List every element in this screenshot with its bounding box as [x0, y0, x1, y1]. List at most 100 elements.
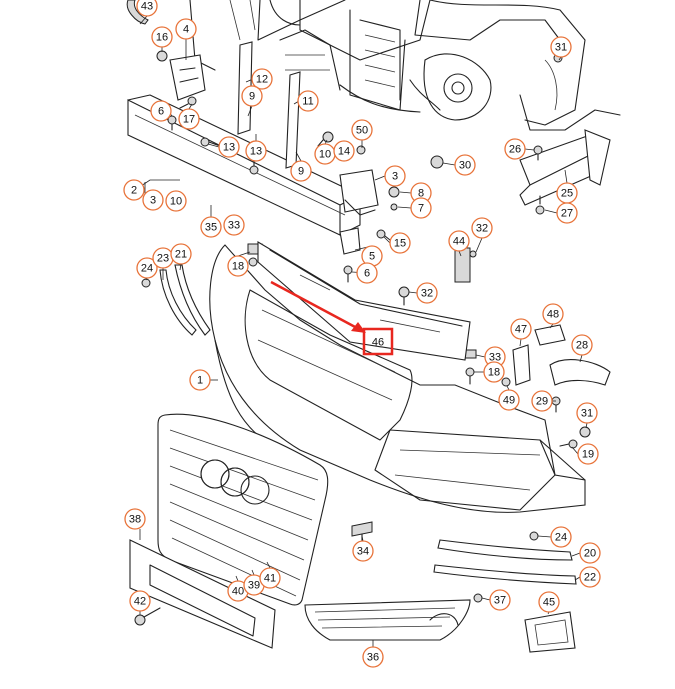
screw-34-illustration	[351, 521, 373, 545]
part-label-14[interactable]: 14	[333, 140, 355, 162]
part-label-1[interactable]: 1	[189, 369, 211, 391]
part-label-13[interactable]: 13	[218, 136, 240, 158]
part-label-33[interactable]: 33	[223, 214, 245, 236]
part-label-24[interactable]: 24	[136, 257, 158, 279]
label-text: 9	[249, 91, 255, 103]
label-text: 24	[555, 532, 567, 544]
label-text: 30	[459, 160, 471, 172]
part-label-15[interactable]: 15	[389, 232, 411, 254]
lower-grille[interactable]	[304, 599, 471, 641]
right-corner-parts[interactable]	[512, 324, 611, 386]
part-label-36[interactable]: 36	[362, 646, 384, 668]
label-circle	[136, 257, 158, 279]
label-circle	[150, 100, 172, 122]
part-label-44[interactable]: 44	[448, 230, 470, 252]
side-trim-strips[interactable]	[159, 264, 211, 336]
part-label-20[interactable]: 20	[579, 542, 601, 564]
part-label-48[interactable]: 48	[542, 303, 564, 325]
label-text: 50	[356, 125, 368, 137]
label-circle	[579, 542, 601, 564]
part-label-10[interactable]: 10	[165, 190, 187, 212]
part-label-49[interactable]: 49	[498, 389, 520, 411]
part-label-22[interactable]: 22	[579, 566, 601, 588]
label-text: 31	[581, 408, 593, 420]
part-label-17[interactable]: 17	[178, 108, 200, 130]
part-label-13[interactable]: 13	[245, 140, 267, 162]
label-text: 25	[561, 188, 573, 200]
part-label-47[interactable]: 47	[510, 318, 532, 340]
label-circle	[489, 589, 511, 611]
part-label-6[interactable]: 6	[356, 262, 378, 284]
part-label-38[interactable]: 38	[124, 508, 146, 530]
guide-strip[interactable]	[257, 241, 471, 361]
part-label-41[interactable]: 41	[259, 567, 281, 589]
fog-lamp[interactable]	[524, 611, 576, 653]
part-label-32[interactable]: 32	[416, 282, 438, 304]
part-label-29[interactable]: 29	[531, 390, 553, 412]
part-label-33[interactable]: 33	[484, 346, 506, 368]
part-label-12[interactable]: 12	[251, 68, 273, 90]
label-circle	[200, 216, 222, 238]
part-label-31[interactable]: 31	[550, 36, 572, 58]
label-circle	[178, 108, 200, 130]
label-circle	[504, 138, 526, 160]
label-text: 7	[418, 203, 424, 215]
label-circle	[259, 567, 281, 589]
part-label-4[interactable]: 4	[175, 18, 197, 40]
part-label-50[interactable]: 50	[351, 119, 373, 141]
part-label-30[interactable]: 30	[454, 154, 476, 176]
part-label-46[interactable]: 46	[372, 337, 384, 349]
part-label-18[interactable]: 18	[227, 255, 249, 277]
label-circle	[577, 443, 599, 465]
part-label-18[interactable]: 18	[483, 361, 505, 383]
label-circle	[384, 165, 406, 187]
label-text: 27	[561, 208, 573, 220]
license-plate-holder[interactable]	[129, 539, 276, 649]
lower-trim-strips[interactable]	[433, 539, 577, 585]
part-label-39[interactable]: 39	[243, 574, 265, 596]
part-label-19[interactable]: 19	[577, 443, 599, 465]
label-text: 47	[515, 324, 527, 336]
part-label-9[interactable]: 9	[241, 85, 263, 107]
label-circle	[416, 282, 438, 304]
part-label-11[interactable]: 11	[297, 90, 319, 112]
part-label-2[interactable]: 2	[123, 179, 145, 201]
label-text: 2	[131, 185, 137, 197]
label-circle	[351, 119, 373, 141]
part-label-7[interactable]: 7	[410, 197, 432, 219]
label-text: 21	[175, 249, 187, 261]
part-label-43[interactable]: 43	[136, 0, 158, 17]
part-label-42[interactable]: 42	[129, 590, 151, 612]
label-circle	[448, 230, 470, 252]
part-label-21[interactable]: 21	[170, 243, 192, 265]
label-text: 10	[170, 196, 182, 208]
part-label-31[interactable]: 31	[576, 402, 598, 424]
part-label-37[interactable]: 37	[489, 589, 511, 611]
mounting-brackets[interactable]	[169, 41, 611, 255]
part-label-5[interactable]: 5	[361, 245, 383, 267]
part-label-3[interactable]: 3	[384, 165, 406, 187]
part-label-10[interactable]: 10	[314, 143, 336, 165]
part-label-24[interactable]: 24	[550, 526, 572, 548]
label-circle	[483, 361, 505, 383]
part-label-23[interactable]: 23	[152, 247, 174, 269]
part-label-25[interactable]: 25	[556, 182, 578, 204]
label-text: 20	[584, 548, 596, 560]
part-label-45[interactable]: 45	[538, 591, 560, 613]
part-label-32[interactable]: 32	[471, 217, 493, 239]
label-circle	[550, 526, 572, 548]
label-text: 11	[302, 96, 313, 108]
part-label-3[interactable]: 3	[142, 189, 164, 211]
bumper-cover[interactable]	[209, 244, 586, 513]
part-label-28[interactable]: 28	[571, 334, 593, 356]
part-label-35[interactable]: 35	[200, 216, 222, 238]
part-label-16[interactable]: 16	[151, 26, 173, 48]
label-circle	[136, 0, 158, 17]
part-label-6[interactable]: 6	[150, 100, 172, 122]
part-label-27[interactable]: 27	[556, 202, 578, 224]
part-label-34[interactable]: 34	[352, 540, 374, 562]
radiator-grille[interactable]	[157, 413, 329, 606]
part-label-26[interactable]: 26	[504, 138, 526, 160]
part-label-9[interactable]: 9	[290, 160, 312, 182]
